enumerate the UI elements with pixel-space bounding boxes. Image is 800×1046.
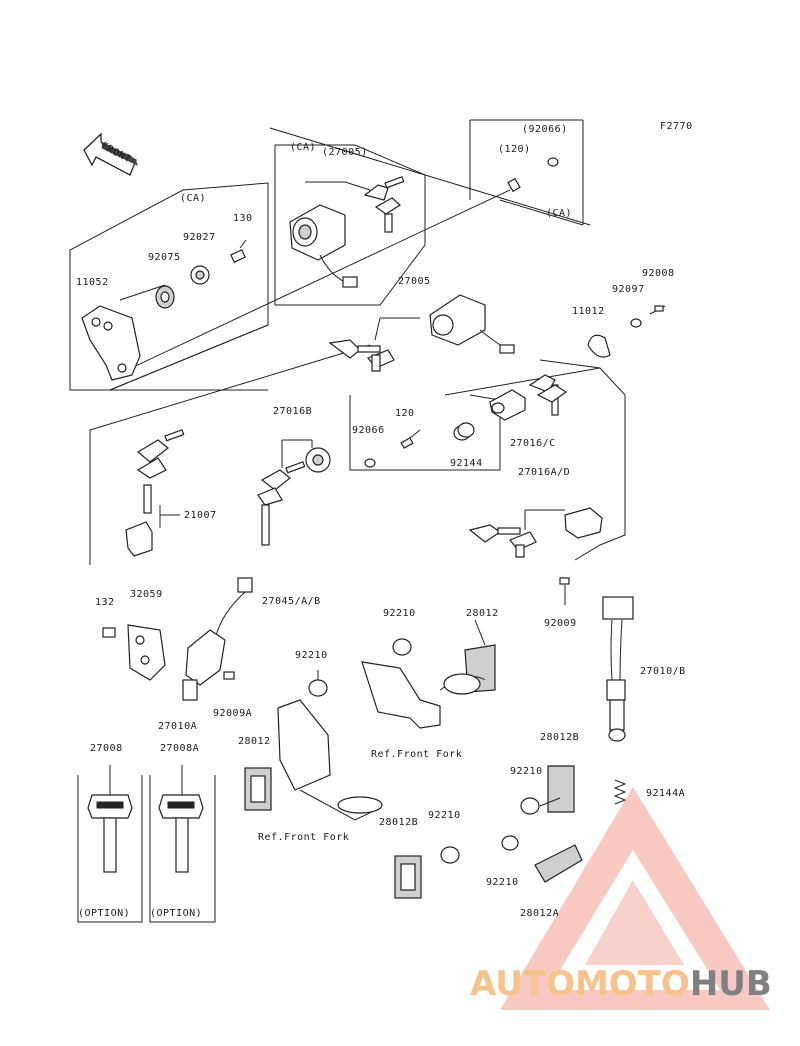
label-92075: 92075 [148,252,181,263]
part-lock-cylinder-center [328,294,515,372]
part-130-bolt [230,239,247,263]
label-28012a: 28012A [520,908,559,919]
part-92144a-spring [613,779,627,805]
part-27016c-lock [489,374,568,421]
part-27005-ignition-switch [289,176,405,288]
label-92210-c: 92210 [510,766,543,777]
part-28012-rubber [244,767,272,811]
label-ca-right-120: (120) [498,144,531,155]
part-27010b-switch [602,596,634,742]
part-27010a-switch [102,577,253,701]
part-92009-screw [559,577,570,605]
label-ca-right-upper: (92066) [522,124,568,135]
part-120-screw [400,429,421,449]
label-27005-paren: (27005) [322,147,368,158]
guide-lines [69,119,626,565]
watermark-text: AUTOMOTOHUB [470,964,772,1004]
watermark-text-part2: HUB [690,964,772,1004]
part-27016b-keyset [257,439,331,546]
option-box-27008 [77,765,143,923]
part-92027-collar [190,265,210,285]
label-120: 120 [395,408,415,419]
part-27016ad-keyset [468,507,603,558]
front-arrow: FRONT [83,132,138,176]
part-11012-stay [587,305,666,358]
part-11052-bracket [81,284,166,381]
part-fork-bracket-right [361,619,496,729]
label-option-b: (OPTION) [150,908,202,919]
label-option-a: (OPTION) [78,908,130,919]
part-fork-bracket-center [277,670,383,821]
part-92009a-screw [223,671,235,680]
part-21007-keyset [125,429,185,557]
label-92210-a: 92210 [383,608,416,619]
label-27008: 27008 [90,743,123,754]
watermark-logo: AUTOMOTOHUB [470,787,772,1010]
label-27045: 27045/A/B [262,596,321,607]
label-27016c: 27016/C [510,438,556,449]
label-92009a: 92009A [213,708,252,719]
label-28012b-b: 28012B [379,817,418,828]
label-ca-top-center: (CA) [290,142,316,153]
label-ref-front-fork-b: Ref.Front Fork [258,832,349,843]
label-ca-right-bottom: (CA) [546,208,572,219]
label-92066: 92066 [352,425,385,436]
figure-code: F2770 [660,121,693,132]
label-28012b-a: 28012B [540,732,579,743]
label-92144: 92144 [450,458,483,469]
label-130: 130 [233,213,253,224]
label-11012: 11012 [572,306,605,317]
labels: (CA) (CA) (27005) (92066) (120) (CA) 130… [76,124,686,919]
label-92009: 92009 [544,618,577,629]
label-27016b: 27016B [273,406,312,417]
label-92144a: 92144A [646,788,685,799]
option-box-27008a [149,765,216,923]
label-132: 132 [95,597,115,608]
label-27016ad: 27016A/D [518,467,570,478]
label-21007: 21007 [184,510,217,521]
part-92144-spring [453,422,475,441]
part-28012b-rubber-center [394,846,460,899]
part-28012b-rubber-right [520,765,575,815]
key-pair-27005 [363,176,405,233]
label-ca-top-left: (CA) [180,193,206,204]
label-11052: 11052 [76,277,109,288]
label-92210-b: 92210 [295,650,328,661]
label-92097: 92097 [612,284,645,295]
label-92008: 92008 [642,268,675,279]
label-92210-d: 92210 [428,810,461,821]
label-27008a: 27008A [160,743,199,754]
label-28012-b: 28012 [238,736,271,747]
label-27010b: 27010/B [640,666,686,677]
part-92066-ca [507,157,559,193]
label-ref-front-fork-a: Ref.Front Fork [371,749,462,760]
label-32059: 32059 [130,589,163,600]
part-28012a-rubber [501,835,583,883]
part-92075-grommet [155,285,175,309]
watermark-text-part1: AUTOMOTO [470,964,690,1004]
label-27010a: 27010A [158,721,197,732]
label-28012-a: 28012 [466,608,499,619]
part-92066-washer [364,458,376,468]
label-92027: 92027 [183,232,216,243]
label-92210-e: 92210 [486,877,519,888]
label-27005: 27005 [398,276,431,287]
